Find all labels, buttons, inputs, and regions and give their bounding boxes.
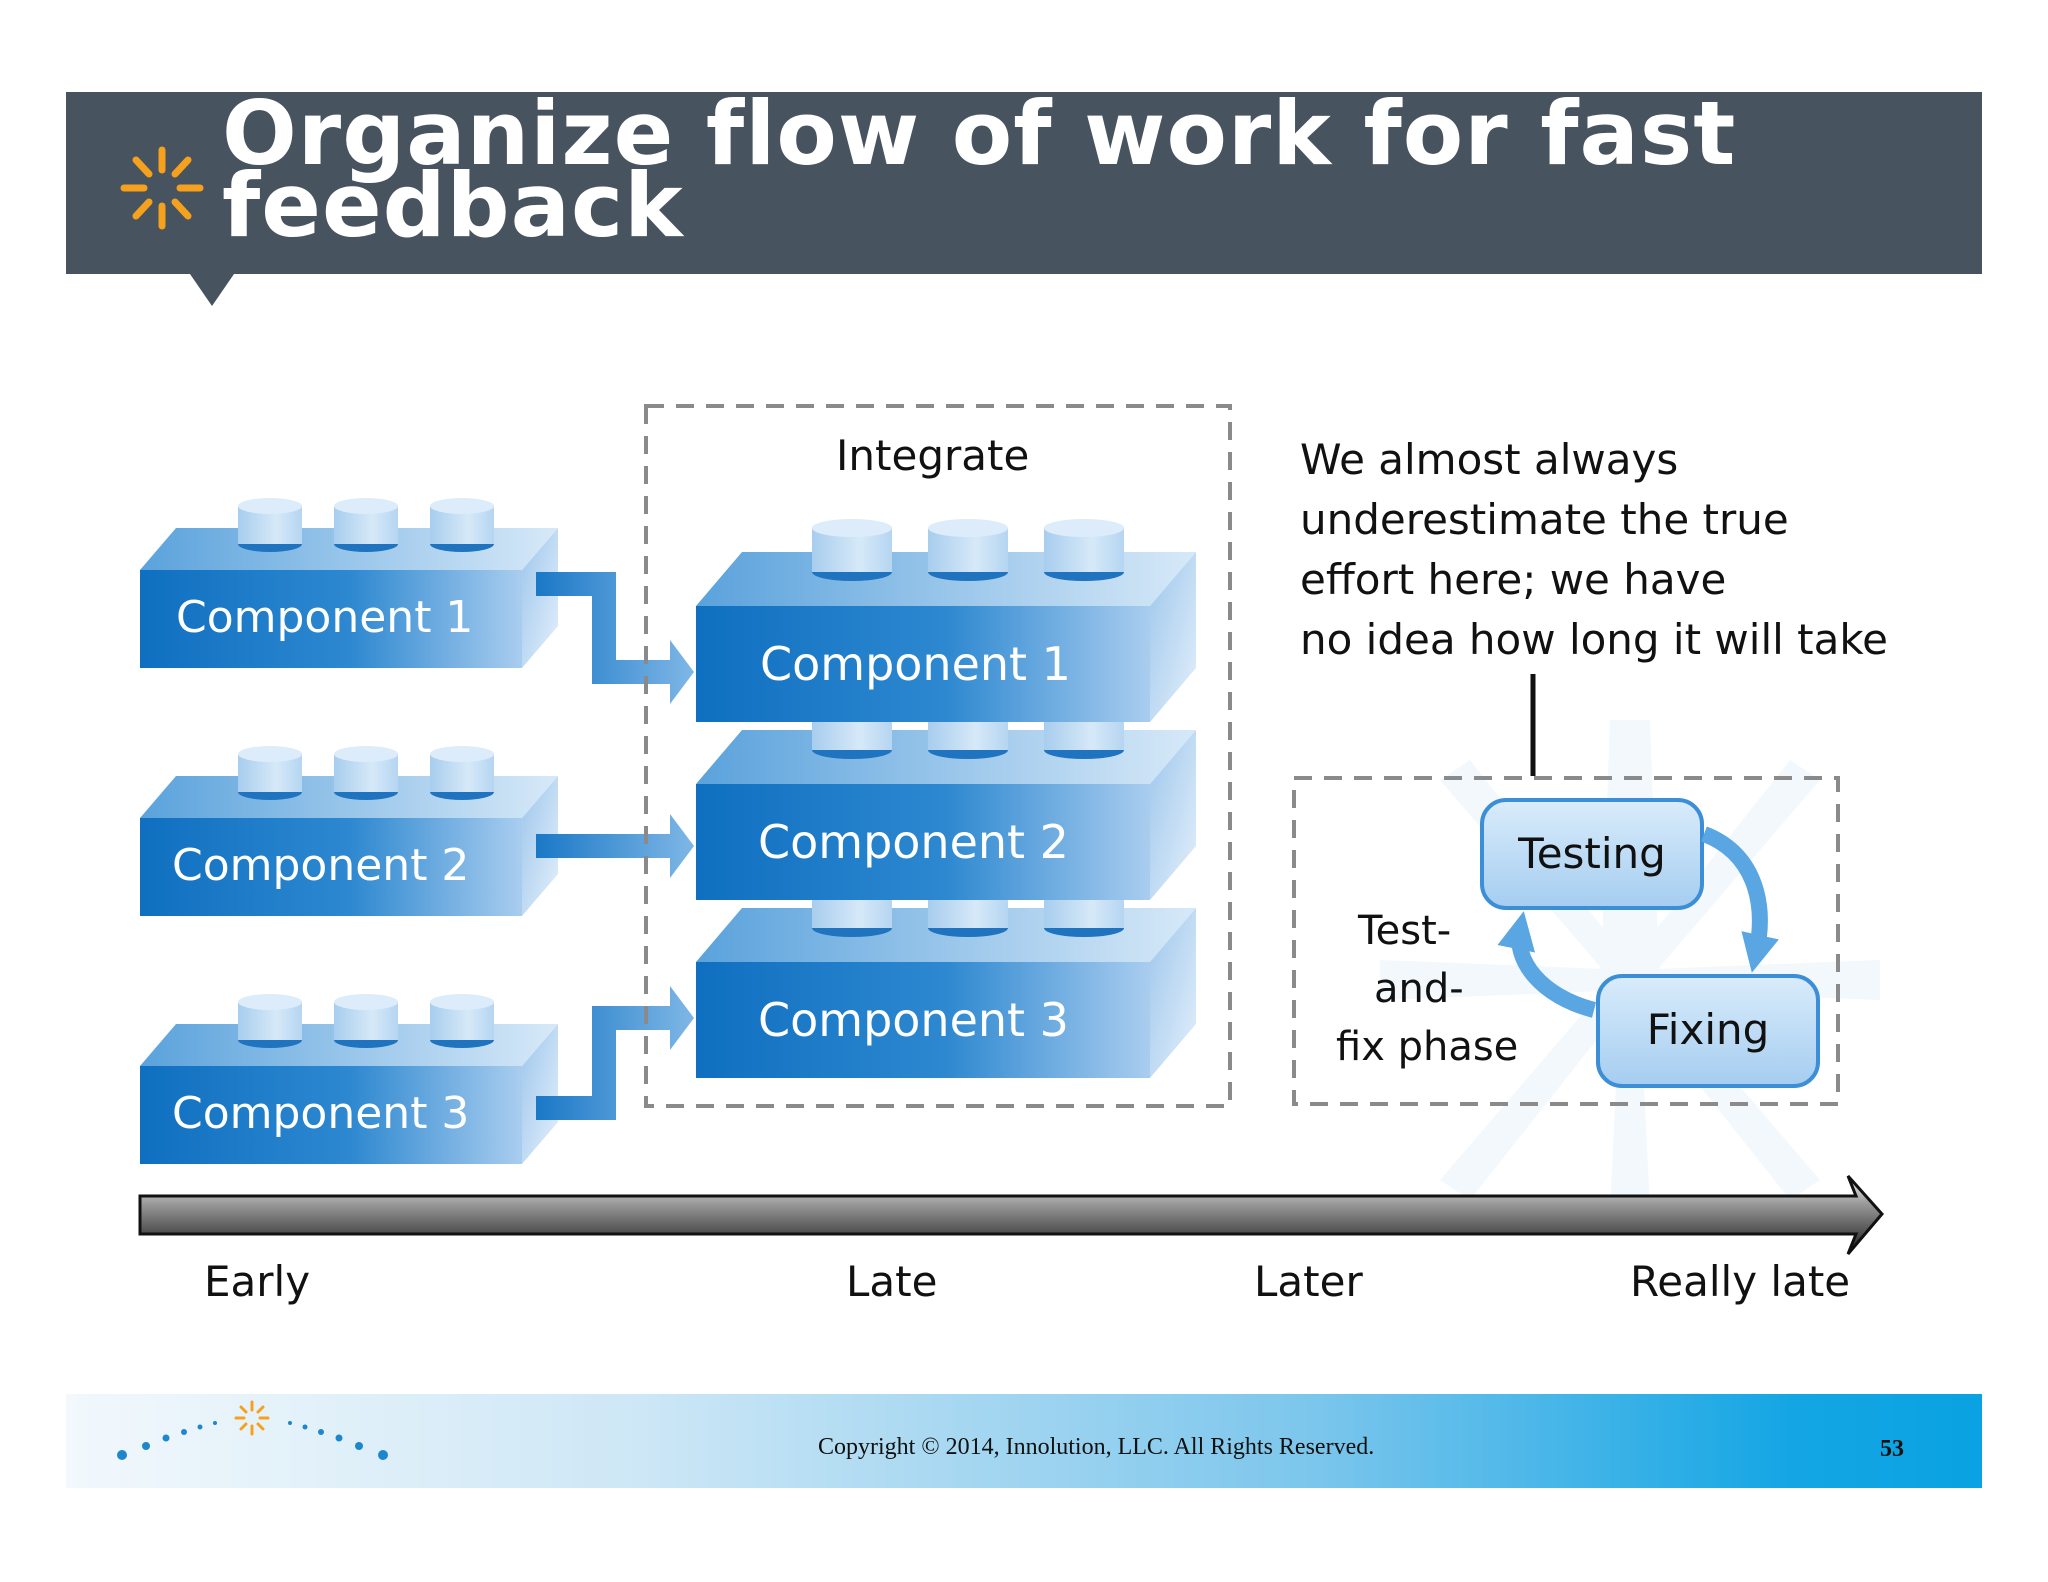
phase-label-line-2: and- [1374,966,1464,1012]
timeline-label-early: Early [204,1257,310,1306]
brick-component-2-integrated: Component 2 [696,697,1196,900]
note-line-2: underestimate the true [1300,495,1789,544]
underestimate-note: We almost always underestimate the true … [1300,435,1888,664]
watermark-starburst-icon [1380,720,1880,1210]
brick-component-2-left: Component 2 [140,746,558,916]
test-and-fix-dashed-box [1292,776,1840,1106]
integrated-component-3-label: Component 3 [758,993,1069,1047]
testing-to-fixing-arrow-icon [1700,826,1779,973]
phase-label-line-3: fix phase [1336,1024,1518,1070]
testing-box: Testing [1480,798,1704,910]
brick-component-1-integrated: Component 1 [696,519,1196,722]
component-bricks-left: Component 1 Component 2 [140,498,558,1164]
phase-label-line-1: Test- [1357,908,1451,954]
left-component-3-label: Component 3 [172,1088,469,1139]
title-bar [66,92,1982,274]
left-component-2-label: Component 2 [172,840,469,891]
page-number: 53 [1880,1436,1904,1462]
timeline-label-later: Later [1254,1257,1363,1306]
fixing-label: Fixing [1647,1005,1770,1054]
testing-label: Testing [1517,829,1666,878]
note-line-3: effort here; we have [1300,555,1726,604]
footer-bar [66,1394,1982,1488]
integrated-stack: Component 3 Component 2 [696,519,1196,1078]
note-line-1: We almost always [1300,435,1678,484]
footer-dots-logo-icon [117,1400,388,1460]
slide-title: Organize flow of work for fast feedback [222,82,1737,257]
timeline-labels: Early Late Later Really late [204,1257,1850,1306]
integrate-label: Integrate [836,431,1029,480]
brick-component-3-integrated: Component 3 [696,875,1196,1078]
copyright-notice: Copyright © 2014, Innolution, LLC. All R… [818,1434,1375,1460]
connector-arrow-1 [536,572,694,704]
connector-arrow-3 [536,986,694,1120]
timeline-label-late: Late [846,1257,937,1306]
note-line-4: no idea how long it will take [1300,615,1888,664]
integration-diagram: Component 1 Component 2 [138,404,1888,1306]
timeline-label-really-late: Really late [1630,1257,1850,1306]
starburst-logo-icon [120,146,204,230]
connector-arrows [536,572,694,1120]
left-component-1-label: Component 1 [176,592,473,643]
fixing-box: Fixing [1596,974,1820,1088]
title-bar-pointer [190,274,234,306]
integrated-component-1-label: Component 1 [760,637,1071,691]
timeline-arrow [138,1174,1884,1255]
brick-component-1-left: Component 1 [140,498,558,668]
fixing-to-testing-arrow-icon [1497,911,1597,1018]
connector-arrow-2 [536,814,694,878]
integrate-dashed-box [644,404,1232,1108]
integrated-component-2-label: Component 2 [758,815,1069,869]
brick-component-3-left: Component 3 [140,994,558,1164]
